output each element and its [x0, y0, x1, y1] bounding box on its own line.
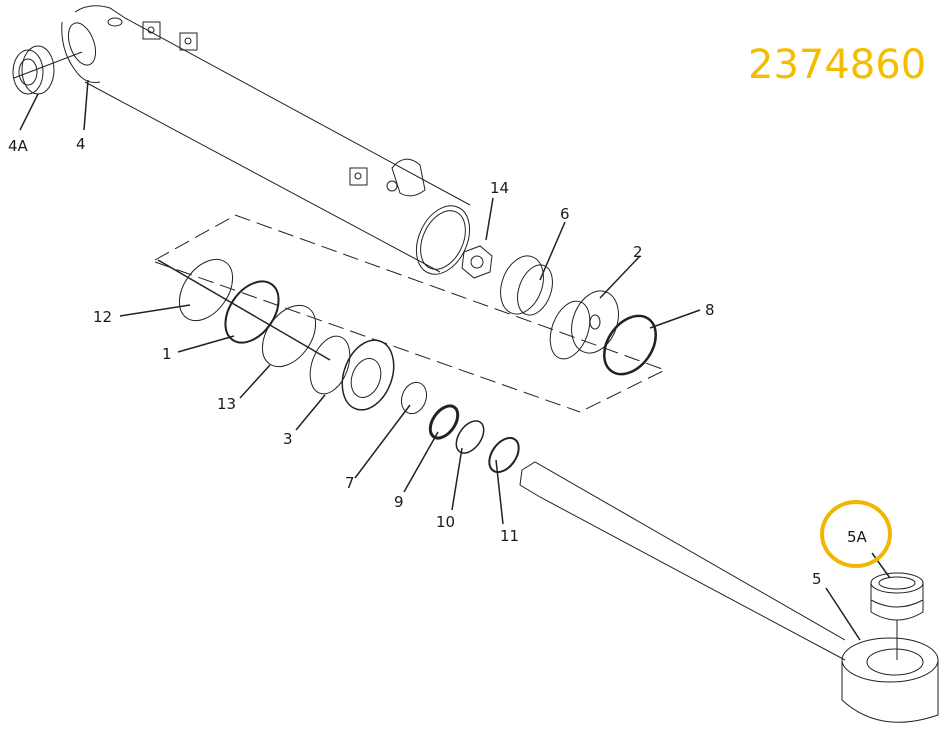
part-14-nut: [461, 245, 493, 279]
part-5-rod: [519, 461, 939, 723]
callout-9[interactable]: 9: [394, 493, 404, 511]
callout-8[interactable]: 8: [705, 301, 715, 319]
part-number-label: 2374860: [748, 42, 927, 88]
cylinder-barrel: [61, 5, 471, 275]
callout-4[interactable]: 4: [76, 135, 86, 153]
callout-6[interactable]: 6: [560, 205, 570, 223]
callout-12[interactable]: 12: [93, 308, 113, 326]
callout-4a[interactable]: 4A: [8, 137, 28, 155]
callout-10[interactable]: 10: [436, 513, 456, 531]
callout-14[interactable]: 14: [490, 179, 510, 197]
leader-lines: [19, 79, 891, 641]
callout-5a[interactable]: 5A: [847, 528, 867, 546]
callout-11[interactable]: 11: [500, 527, 520, 545]
highlight-circle-5a: [820, 500, 892, 568]
callout-5[interactable]: 5: [812, 570, 822, 588]
kit-dashed-boundary: [154, 214, 667, 413]
callout-1[interactable]: 1: [162, 345, 172, 363]
part-4a-gland: [12, 45, 83, 95]
callout-3[interactable]: 3: [283, 430, 293, 448]
callout-7[interactable]: 7: [345, 474, 355, 492]
callout-13[interactable]: 13: [217, 395, 237, 413]
part-5a-bearing: [870, 572, 924, 660]
callout-2[interactable]: 2: [633, 243, 643, 261]
